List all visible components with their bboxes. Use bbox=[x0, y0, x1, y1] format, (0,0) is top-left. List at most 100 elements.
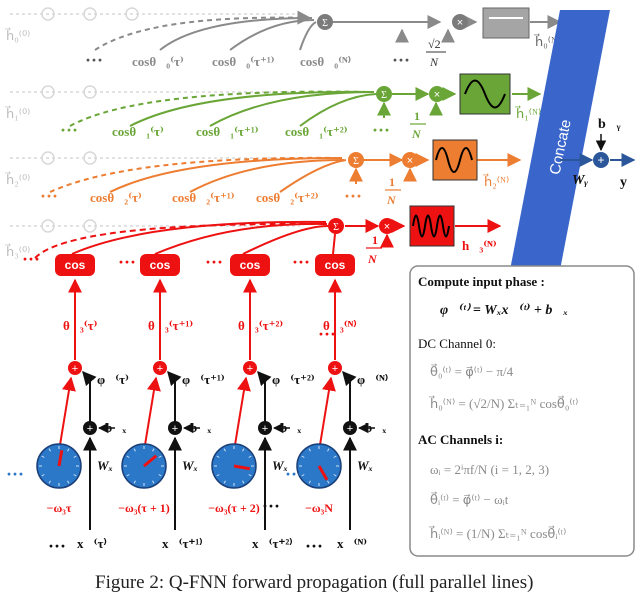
svg-text:+: + bbox=[247, 363, 253, 375]
svg-text:+: + bbox=[597, 153, 604, 167]
clock-ellipsis-left: ··· bbox=[6, 464, 24, 484]
sum-node-1: Σ bbox=[376, 86, 392, 102]
weight-x-label: Wₓ bbox=[182, 458, 198, 473]
channel-1-dots-2: ··· bbox=[372, 120, 390, 140]
h3-output: h⃗₃⁽ᴺ⁾ bbox=[462, 238, 497, 253]
cos-label-0-1: cosθ⃗₀⁽τ⁺¹⁾ bbox=[212, 54, 275, 69]
svg-text:×: × bbox=[457, 17, 463, 29]
bias-sum-node bbox=[258, 421, 272, 435]
ac1-output-box bbox=[459, 73, 511, 115]
cos-block bbox=[55, 254, 95, 276]
h1-initial: h⃗₁⁽⁰⁾ bbox=[4, 106, 30, 121]
channel-3-curves bbox=[34, 219, 502, 259]
scale-num-2: 1 bbox=[389, 175, 395, 189]
cos-label-1-2: cosθ⃗₁⁽τ⁺²⁾ bbox=[285, 124, 348, 139]
mul-node-0: × bbox=[452, 14, 468, 30]
time-columns: cosθ⃗₃⁽τ⁾+φ⃗⁽τ⁾+b⃗ₓWₓ−ω₃τx⃗⁽τ⁾cosθ⃗₃⁽τ⁺¹… bbox=[6, 252, 388, 556]
concat-bar: Concate bbox=[505, 10, 610, 296]
channel-0: h⃗₀⁽⁰⁾ ··· cosθ⃗₀⁽τ⁾ cosθ⃗₀⁽τ⁺¹⁾ cosθ⃗₀⁽… bbox=[4, 7, 562, 70]
channel-0-dots-2: ··· bbox=[392, 50, 410, 70]
dc-output-box bbox=[482, 7, 530, 39]
cos-label-2-0: cosθ⃗₂⁽τ⁾ bbox=[90, 190, 142, 205]
phase-sum-node bbox=[328, 361, 342, 375]
svg-text:Σ: Σ bbox=[381, 90, 387, 101]
channel-2: h⃗₂⁽⁰⁾ ··· cosθ⃗₂⁽τ⁾ cosθ⃗₂⁽τ⁺¹⁾ cosθ⃗₂⁽… bbox=[4, 139, 522, 207]
cos-label-2-1: cosθ⃗₂⁽τ⁺¹⁾ bbox=[172, 190, 235, 205]
scale-num-0: √2 bbox=[428, 37, 441, 51]
theta-label: θ⃗₃⁽ᴺ⁾ bbox=[323, 318, 357, 333]
time-column: cosθ⃗₃⁽τ⁺¹⁾+φ⃗⁽τ⁺¹⁾+b⃗ₓWₓ−ω₃(τ + 1)x⃗⁽τ⁺… bbox=[118, 254, 225, 551]
figure-caption: Figure 2: Q-FNN forward propagation (ful… bbox=[95, 572, 533, 593]
cos-block bbox=[140, 254, 180, 276]
ac-eq3: h⃗ᵢ⁽ᴺ⁾ = (1/N) Σₜ₌₁ᴺ cosθ⃗ᵢ⁽ᵗ⁾ bbox=[428, 526, 566, 541]
equation-box: Compute input phase : φ⃗⁽ᵗ⁾ = Wₓx⃗⁽ᵗ⁾ + … bbox=[409, 265, 635, 557]
scale-num-3: 1 bbox=[372, 233, 378, 247]
cos-label-1-1: cosθ⃗₁⁽τ⁺¹⁾ bbox=[196, 124, 259, 139]
column-ellipsis: ··· bbox=[118, 252, 136, 272]
bias-sum-node bbox=[168, 421, 182, 435]
svg-text:+: + bbox=[347, 423, 353, 435]
dc-eq1: θ⃗₀⁽ᵗ⁾ = φ⃗⁽ᵗ⁾ − π/4 bbox=[430, 364, 514, 379]
omega-label: −ω₃N bbox=[305, 501, 333, 515]
bias-y: b⃗ᵧ bbox=[598, 117, 621, 132]
cos-label-1-0: cosθ⃗₁⁽τ⁾ bbox=[112, 124, 164, 139]
cos-block-label: cos bbox=[65, 258, 86, 272]
omega-label: −ω₃(τ + 1) bbox=[118, 501, 170, 515]
channel-1-dots: ··· bbox=[60, 120, 78, 140]
svg-text:×: × bbox=[384, 221, 390, 233]
theta-label: θ⃗₃⁽τ⁺¹⁾ bbox=[148, 318, 193, 333]
weight-x-label: Wₓ bbox=[357, 458, 373, 473]
column-ellipsis: ··· bbox=[292, 252, 310, 272]
ac-eq2: θ⃗ᵢ⁽ᵗ⁾ = φ⃗⁽ᵗ⁾ − ωᵢt bbox=[430, 492, 509, 507]
ghost-cells-3 bbox=[10, 219, 300, 233]
theta-label: θ⃗₃⁽τ⁾ bbox=[63, 318, 98, 333]
omega-label: −ω₃(τ + 2) bbox=[208, 501, 260, 515]
bias-x-label: b⃗ₓ bbox=[280, 420, 301, 435]
output-layer: + b⃗ᵧ Wᵧ y⃗ bbox=[560, 117, 638, 190]
clock-ellipsis: ··· bbox=[285, 464, 303, 484]
svg-text:+: + bbox=[332, 363, 338, 375]
svg-text:+: + bbox=[157, 363, 163, 375]
ac2-output-box bbox=[432, 139, 478, 181]
channel-1: h⃗₁⁽⁰⁾ ··· cosθ⃗₁⁽τ⁾ cosθ⃗₁⁽τ⁺¹⁾ cosθ⃗₁⁽… bbox=[4, 73, 542, 141]
bias-x-label: b⃗ₓ bbox=[105, 420, 126, 435]
h2-initial: h⃗₂⁽⁰⁾ bbox=[4, 172, 30, 187]
ghost-cells-1 bbox=[10, 85, 300, 99]
scale-den-2: N bbox=[386, 193, 397, 207]
svg-text:+: + bbox=[72, 363, 78, 375]
bias-sum-node bbox=[343, 421, 357, 435]
cos-block-label: cos bbox=[325, 258, 346, 272]
dc-title: DC Channel 0: bbox=[418, 336, 496, 351]
ghost-cells-2 bbox=[10, 151, 300, 165]
svg-text:+: + bbox=[172, 423, 178, 435]
theta-ellipsis: ··· bbox=[318, 324, 336, 344]
bias-x-label: b⃗ₓ bbox=[190, 420, 211, 435]
input-x-label: x⃗⁽ᴺ⁾ bbox=[337, 536, 367, 551]
svg-text:Σ: Σ bbox=[353, 156, 359, 167]
input-x-label: x⃗⁽τ⁺²⁾ bbox=[252, 536, 292, 551]
cos-label-0-0: cosθ⃗₀⁽τ⁾ bbox=[132, 54, 184, 69]
cos-label-2-2: cosθ⃗₂⁽τ⁺²⁾ bbox=[256, 190, 319, 205]
sum-node-0: Σ bbox=[317, 14, 333, 30]
sum-node-2: Σ bbox=[348, 152, 364, 168]
input-x-label: x⃗⁽τ⁾ bbox=[77, 536, 107, 551]
svg-text:Σ: Σ bbox=[333, 222, 339, 233]
sum-node-3: Σ bbox=[328, 218, 344, 234]
h0-initial: h⃗₀⁽⁰⁾ bbox=[4, 28, 30, 43]
channel-0-curves bbox=[94, 10, 562, 51]
phase-sum-node bbox=[243, 361, 257, 375]
phase-equation: φ⃗⁽ᵗ⁾ = Wₓx⃗⁽ᵗ⁾ + b⃗ₓ bbox=[440, 303, 568, 318]
mul-node-3: × bbox=[379, 218, 395, 234]
column-ellipsis: ··· bbox=[205, 252, 223, 272]
cos-label-0-2: cosθ⃗₀⁽ᴺ⁾ bbox=[300, 54, 351, 69]
theta-label: θ⃗₃⁽τ⁺²⁾ bbox=[238, 318, 283, 333]
cos-block bbox=[230, 254, 270, 276]
phi-label: φ⃗⁽τ⁺²⁾ bbox=[272, 372, 315, 387]
bias-x-label: b⃗ₓ bbox=[365, 420, 386, 435]
mul-node-2: × bbox=[402, 152, 418, 168]
svg-text:Σ: Σ bbox=[322, 18, 328, 29]
channel-3-dots: ··· bbox=[22, 249, 40, 269]
ac-eq1: ωᵢ = 2ⁱπf/N (i = 1, 2, 3) bbox=[430, 462, 549, 477]
